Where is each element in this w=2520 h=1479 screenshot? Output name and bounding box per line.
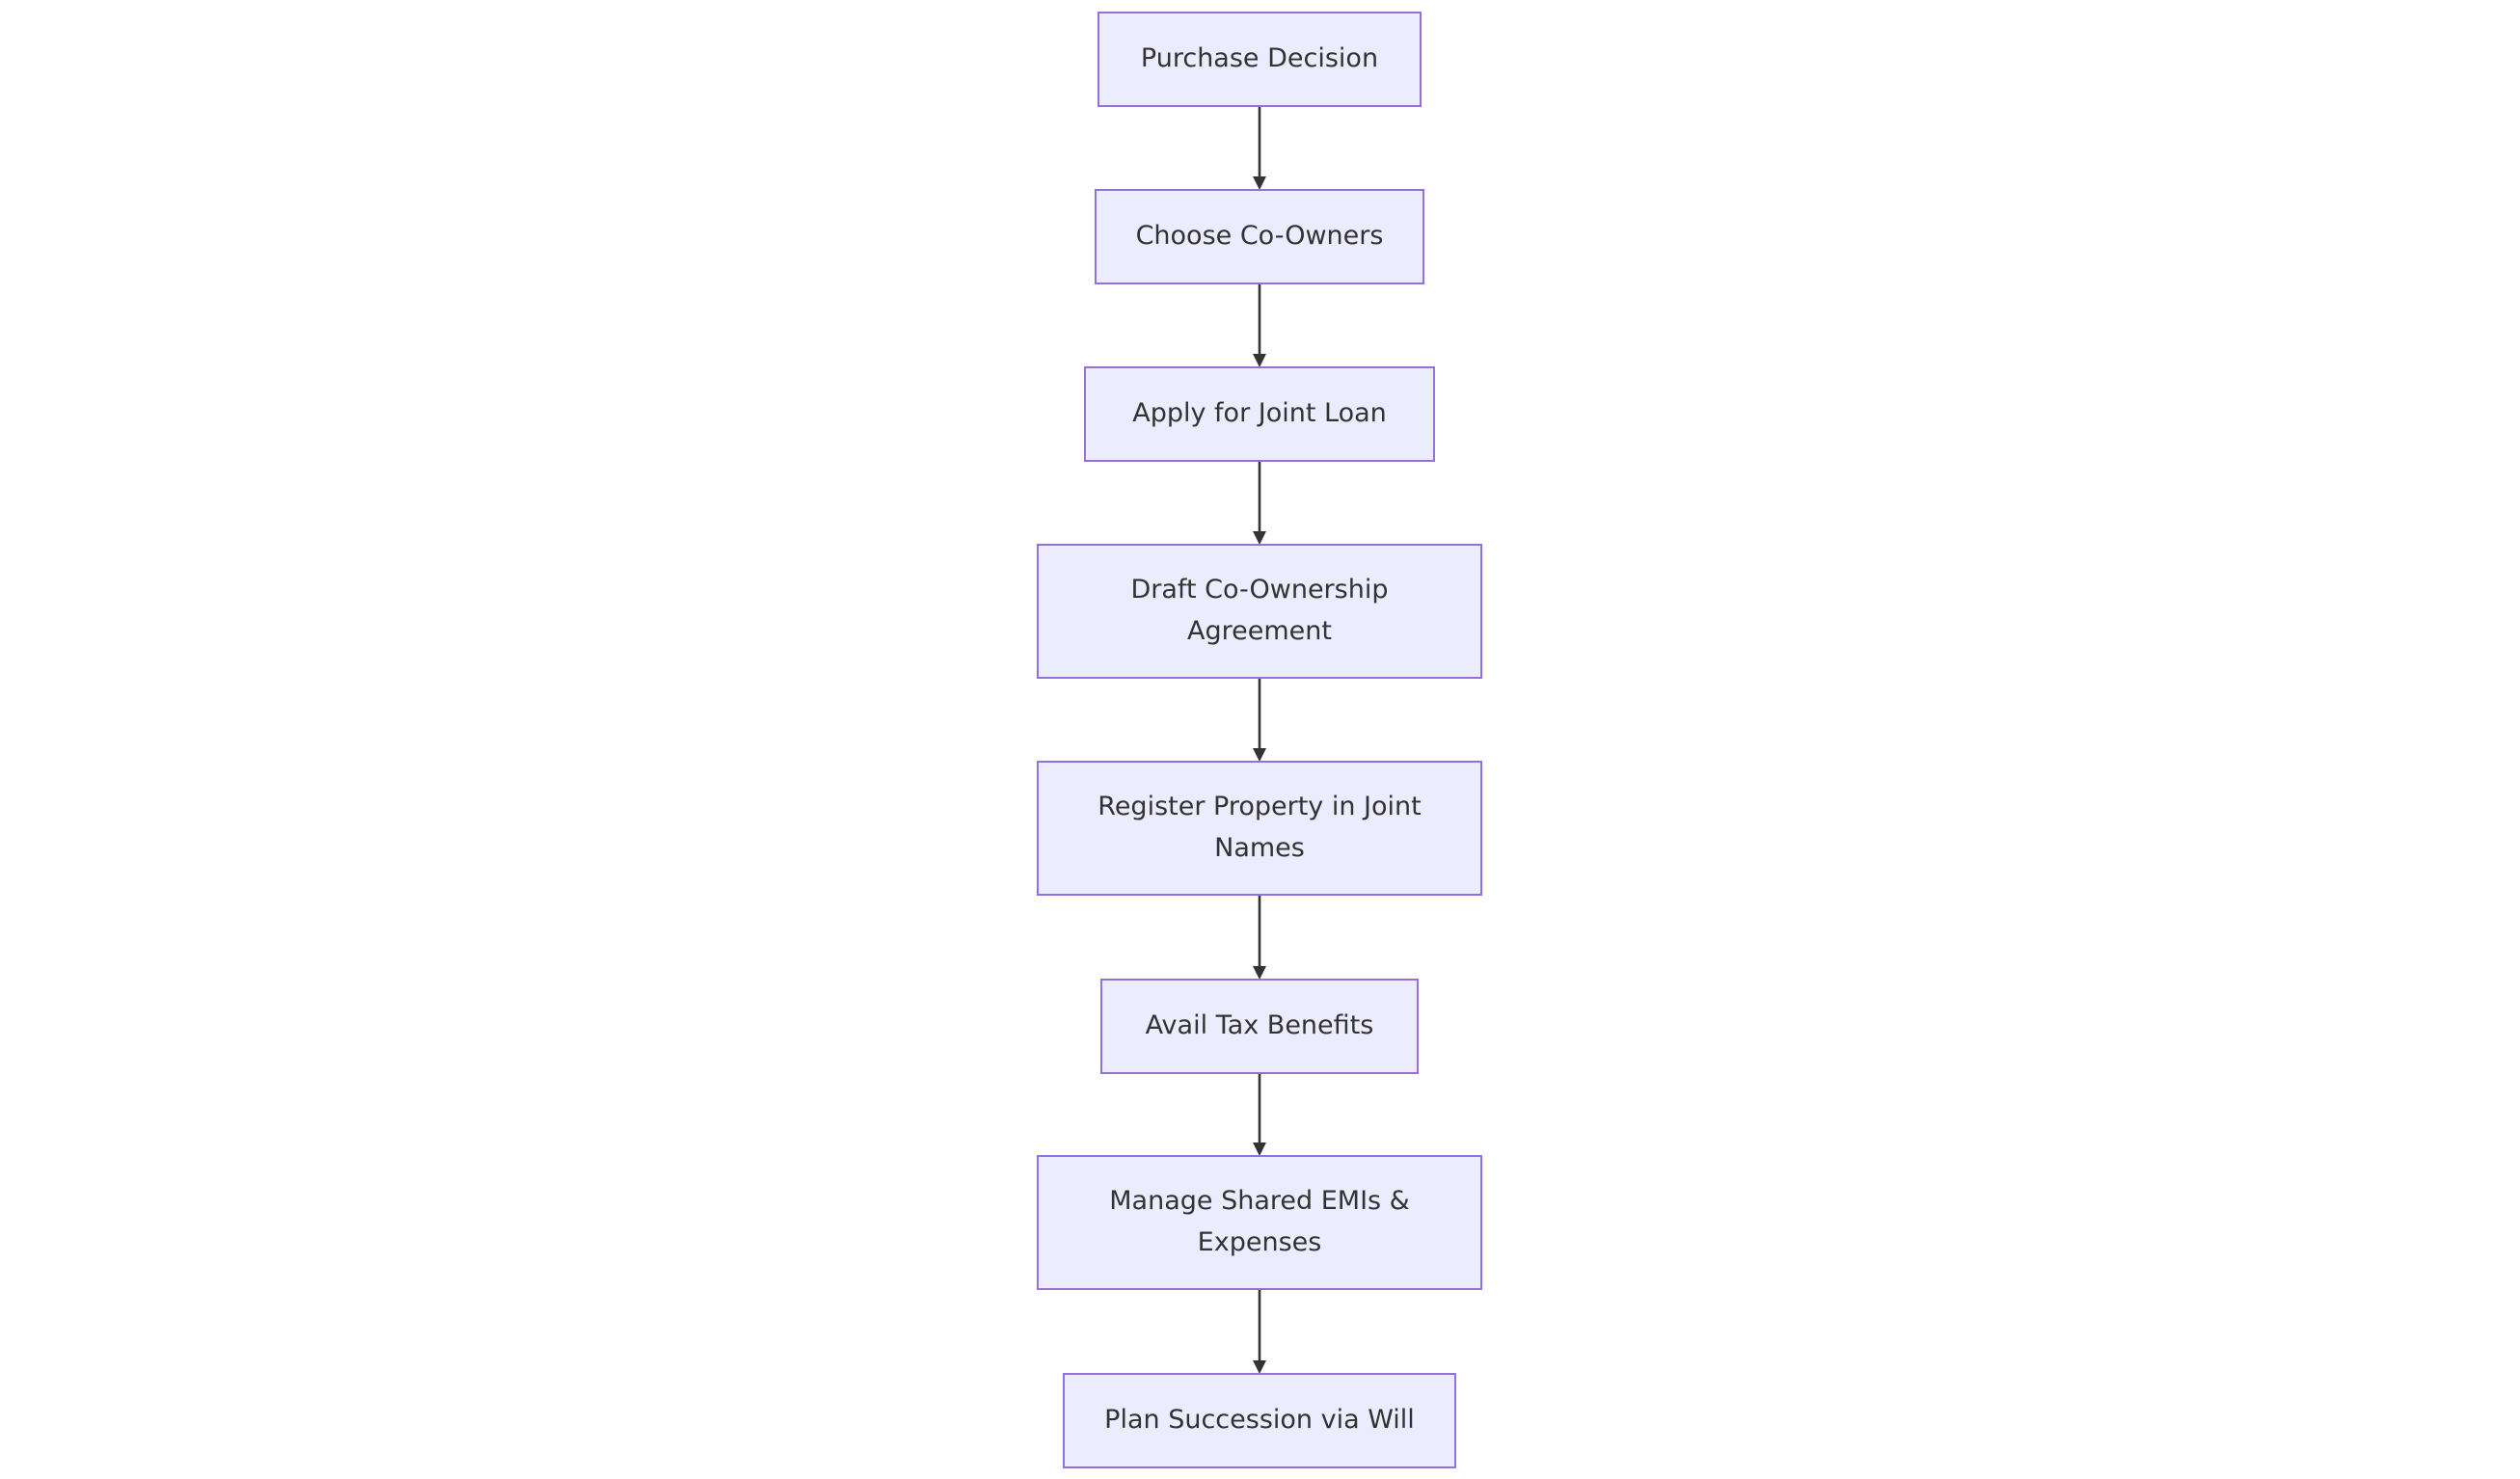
- node-choose-co-owners: Choose Co-Owners: [1095, 189, 1424, 284]
- edge-draft-agreement-to-register-property: [1253, 678, 1266, 762]
- node-apply-joint-loan: Apply for Joint Loan: [1084, 366, 1435, 462]
- node-label: Expenses: [1198, 1227, 1322, 1257]
- edge-avail-tax-benefits-to-manage-emis: [1253, 1073, 1266, 1156]
- node-purchase-decision: Purchase Decision: [1097, 12, 1422, 107]
- node-label: Purchase Decision: [1141, 43, 1378, 73]
- edges-layer: [1253, 106, 1266, 1374]
- node-label: Apply for Joint Loan: [1132, 398, 1387, 428]
- arrowhead-icon: [1253, 748, 1266, 762]
- node-manage-emis: Manage Shared EMIs & Expenses: [1037, 1155, 1482, 1290]
- node-box: [1037, 1155, 1482, 1290]
- arrowhead-icon: [1253, 1143, 1266, 1156]
- node-box: [1095, 189, 1424, 284]
- node-box: [1100, 979, 1419, 1074]
- edge-purchase-decision-to-choose-co-owners: [1253, 106, 1266, 190]
- arrowhead-icon: [1253, 1360, 1266, 1374]
- arrowhead-icon: [1253, 354, 1266, 367]
- arrowhead-icon: [1253, 966, 1266, 980]
- node-label: Names: [1214, 833, 1305, 863]
- node-box: [1097, 12, 1422, 107]
- node-label: Register Property in Joint: [1097, 792, 1421, 821]
- node-label: Plan Succession via Will: [1104, 1405, 1415, 1435]
- node-label: Choose Co-Owners: [1136, 221, 1384, 251]
- edge-manage-emis-to-plan-succession: [1253, 1289, 1266, 1374]
- node-box: [1037, 761, 1482, 896]
- node-plan-succession: Plan Succession via Will: [1063, 1373, 1456, 1468]
- node-label: Manage Shared EMIs &: [1109, 1186, 1410, 1216]
- edge-register-property-to-avail-tax-benefits: [1253, 895, 1266, 980]
- arrowhead-icon: [1253, 531, 1266, 545]
- arrowhead-icon: [1253, 176, 1266, 190]
- edge-apply-joint-loan-to-draft-agreement: [1253, 461, 1266, 545]
- node-label: Avail Tax Benefits: [1146, 1010, 1374, 1040]
- node-box: [1037, 544, 1482, 679]
- node-label: Draft Co-Ownership: [1131, 575, 1389, 605]
- node-box: [1084, 366, 1435, 462]
- edge-choose-co-owners-to-apply-joint-loan: [1253, 283, 1266, 367]
- node-avail-tax-benefits: Avail Tax Benefits: [1100, 979, 1419, 1074]
- node-label: Agreement: [1187, 616, 1332, 646]
- node-box: [1063, 1373, 1456, 1468]
